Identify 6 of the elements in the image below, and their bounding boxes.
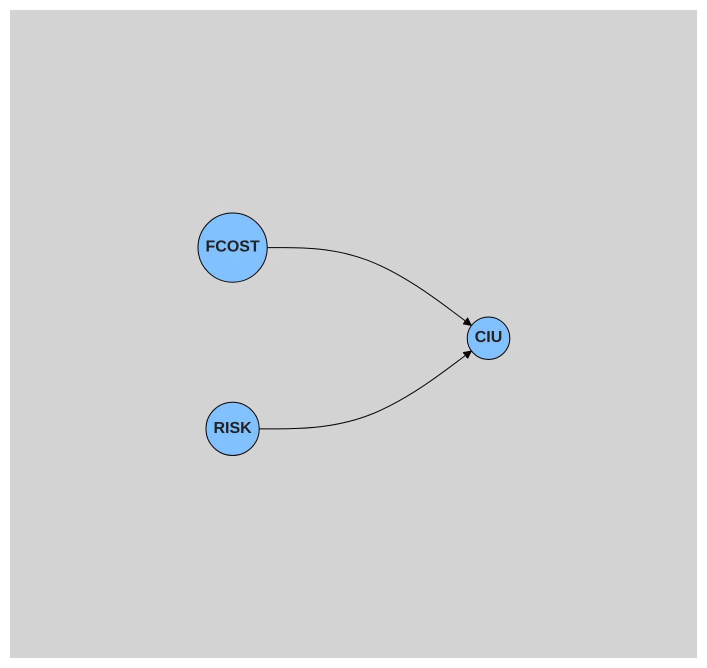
node-circle	[197, 212, 268, 282]
diagram-background: FCOST CIU RISK	[10, 10, 697, 658]
arrow	[266, 246, 472, 326]
arrow	[258, 350, 472, 430]
node-circle	[466, 316, 510, 360]
node-circle	[205, 401, 260, 456]
